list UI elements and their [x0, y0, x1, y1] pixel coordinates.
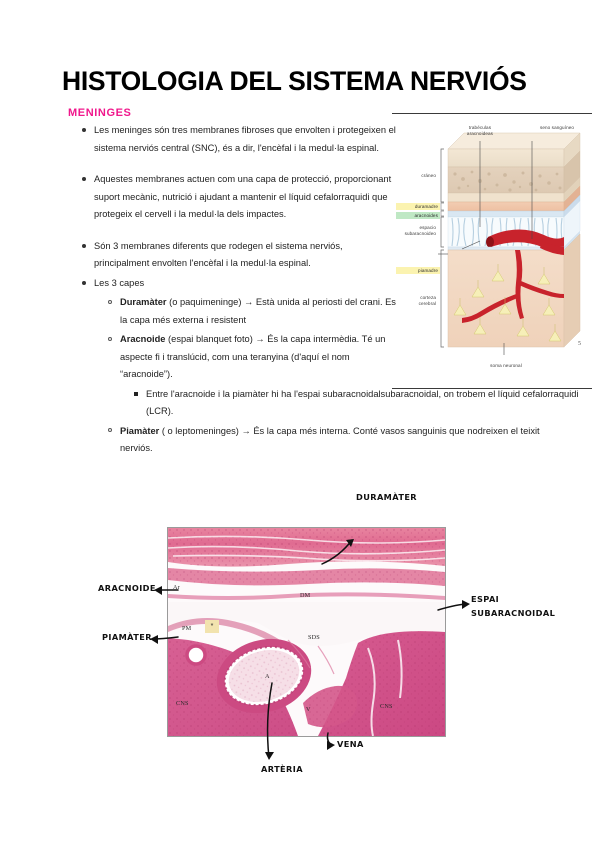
- histo-label-vein: V: [306, 706, 311, 713]
- spacer: [68, 159, 398, 171]
- list-item-text: Aquestes membranes actuen com una capa d…: [94, 174, 392, 219]
- page-title: HISTOLOGIA DEL SISTEMA NERVIÓS: [62, 66, 527, 96]
- histo-label-pm: PM: [182, 625, 192, 632]
- list-item: Piamàter ( o leptomeninges) → És la capa…: [68, 423, 570, 458]
- list-item-text: Són 3 membranes diferents que rodegen el…: [94, 240, 343, 269]
- annotation-aracnoide: ARACNOIDE: [98, 583, 156, 593]
- annotation-espai-subaracnoidal-line1: ESPAI: [471, 594, 500, 604]
- asterisk-glyph: *: [210, 623, 214, 630]
- histo-label-artery: A: [265, 673, 270, 680]
- figure-label-trabeculas: trabéculas aracnoideas: [466, 125, 494, 136]
- list-item: Són 3 membranes diferents que rodegen el…: [68, 238, 398, 273]
- annotation-arteria: ARTÈRIA: [261, 764, 303, 774]
- list-item-lead: Aracnoide: [120, 334, 166, 344]
- figure-label-aracnoides: aracnoides: [396, 212, 440, 219]
- list-item: Les meninges són tres membranes fibroses…: [68, 122, 398, 157]
- annotation-espai-subaracnoidal-line2: SUBARACNOIDAL: [471, 608, 556, 618]
- list-item-lead: Piamàter: [120, 425, 160, 436]
- figure-label-soma-neuronal: soma neuronal: [490, 363, 522, 368]
- histology-micrograph: * DM Ar PM SDS A V CNS CNS: [167, 527, 446, 737]
- figure-histology-meninges: * DM Ar PM SDS A V CNS CNS: [60, 490, 600, 790]
- list-item: Les 3 capes: [68, 275, 398, 293]
- figure-label-espacio-subaracnoideo: espacio subaracnoideo: [404, 225, 436, 236]
- list-item: Aracnoide (espai blanquet foto) → És la …: [68, 331, 398, 384]
- section-heading-meninges: MENINGES: [68, 107, 132, 119]
- histo-label-dm: DM: [300, 592, 311, 599]
- list-item-text: Les meninges són tres membranes fibroses…: [94, 125, 396, 153]
- annotation-duramater: DURAMÀTER: [356, 492, 418, 502]
- figure-rule-top: [392, 113, 592, 114]
- list-item: Aquestes membranes actuen com una capa d…: [68, 171, 398, 224]
- list-item-text: (o paquimeninge) → Està unida al periost…: [120, 297, 396, 325]
- list-item-text: ( o leptomeninges) → És la capa més inte…: [120, 425, 540, 454]
- figure-label-corteza-cerebral: corteza cerebral: [418, 295, 436, 306]
- histo-label-sds: SDS: [308, 634, 320, 641]
- meninges-illustration: 5: [438, 132, 581, 355]
- list-item-text: (espai blanquet foto) → És la capa inter…: [120, 334, 386, 379]
- figure-label-craneo: cráneo: [421, 173, 436, 178]
- list-item-text: Entre l'aracnoide i la piamàter hi ha l'…: [146, 388, 579, 417]
- micrograph-render: [168, 528, 445, 736]
- annotation-vena: VENA: [337, 739, 364, 749]
- figure-meninges-diagram: 5 trabéculas aracnoideas seno sanguíneo …: [392, 113, 592, 391]
- histo-label-cns-right: CNS: [380, 703, 393, 710]
- list-item-lead: Duramàter: [120, 297, 167, 307]
- figure-label-seno-sanguineo: seno sanguíneo: [539, 125, 575, 130]
- asterisk-marker: *: [205, 620, 219, 633]
- spacer: [68, 226, 398, 238]
- list-item-text: Les 3 capes: [94, 277, 145, 288]
- histo-label-cns-left: CNS: [176, 700, 189, 707]
- figure-rule-bottom: [392, 388, 592, 389]
- body-text-column: Les meninges són tres membranes fibroses…: [68, 122, 579, 460]
- list-item: Duramàter (o paquimeninge) → Està unida …: [68, 294, 398, 329]
- annotation-piamater: PIAMÀTER: [102, 632, 152, 642]
- histo-label-ar: Ar: [173, 584, 180, 591]
- svg-text:5: 5: [578, 341, 581, 347]
- figure-label-piamadre: piamadre: [396, 267, 440, 274]
- figure-label-duramadre: duramadre: [396, 203, 440, 210]
- list-item: Entre l'aracnoide i la piamàter hi ha l'…: [68, 386, 596, 421]
